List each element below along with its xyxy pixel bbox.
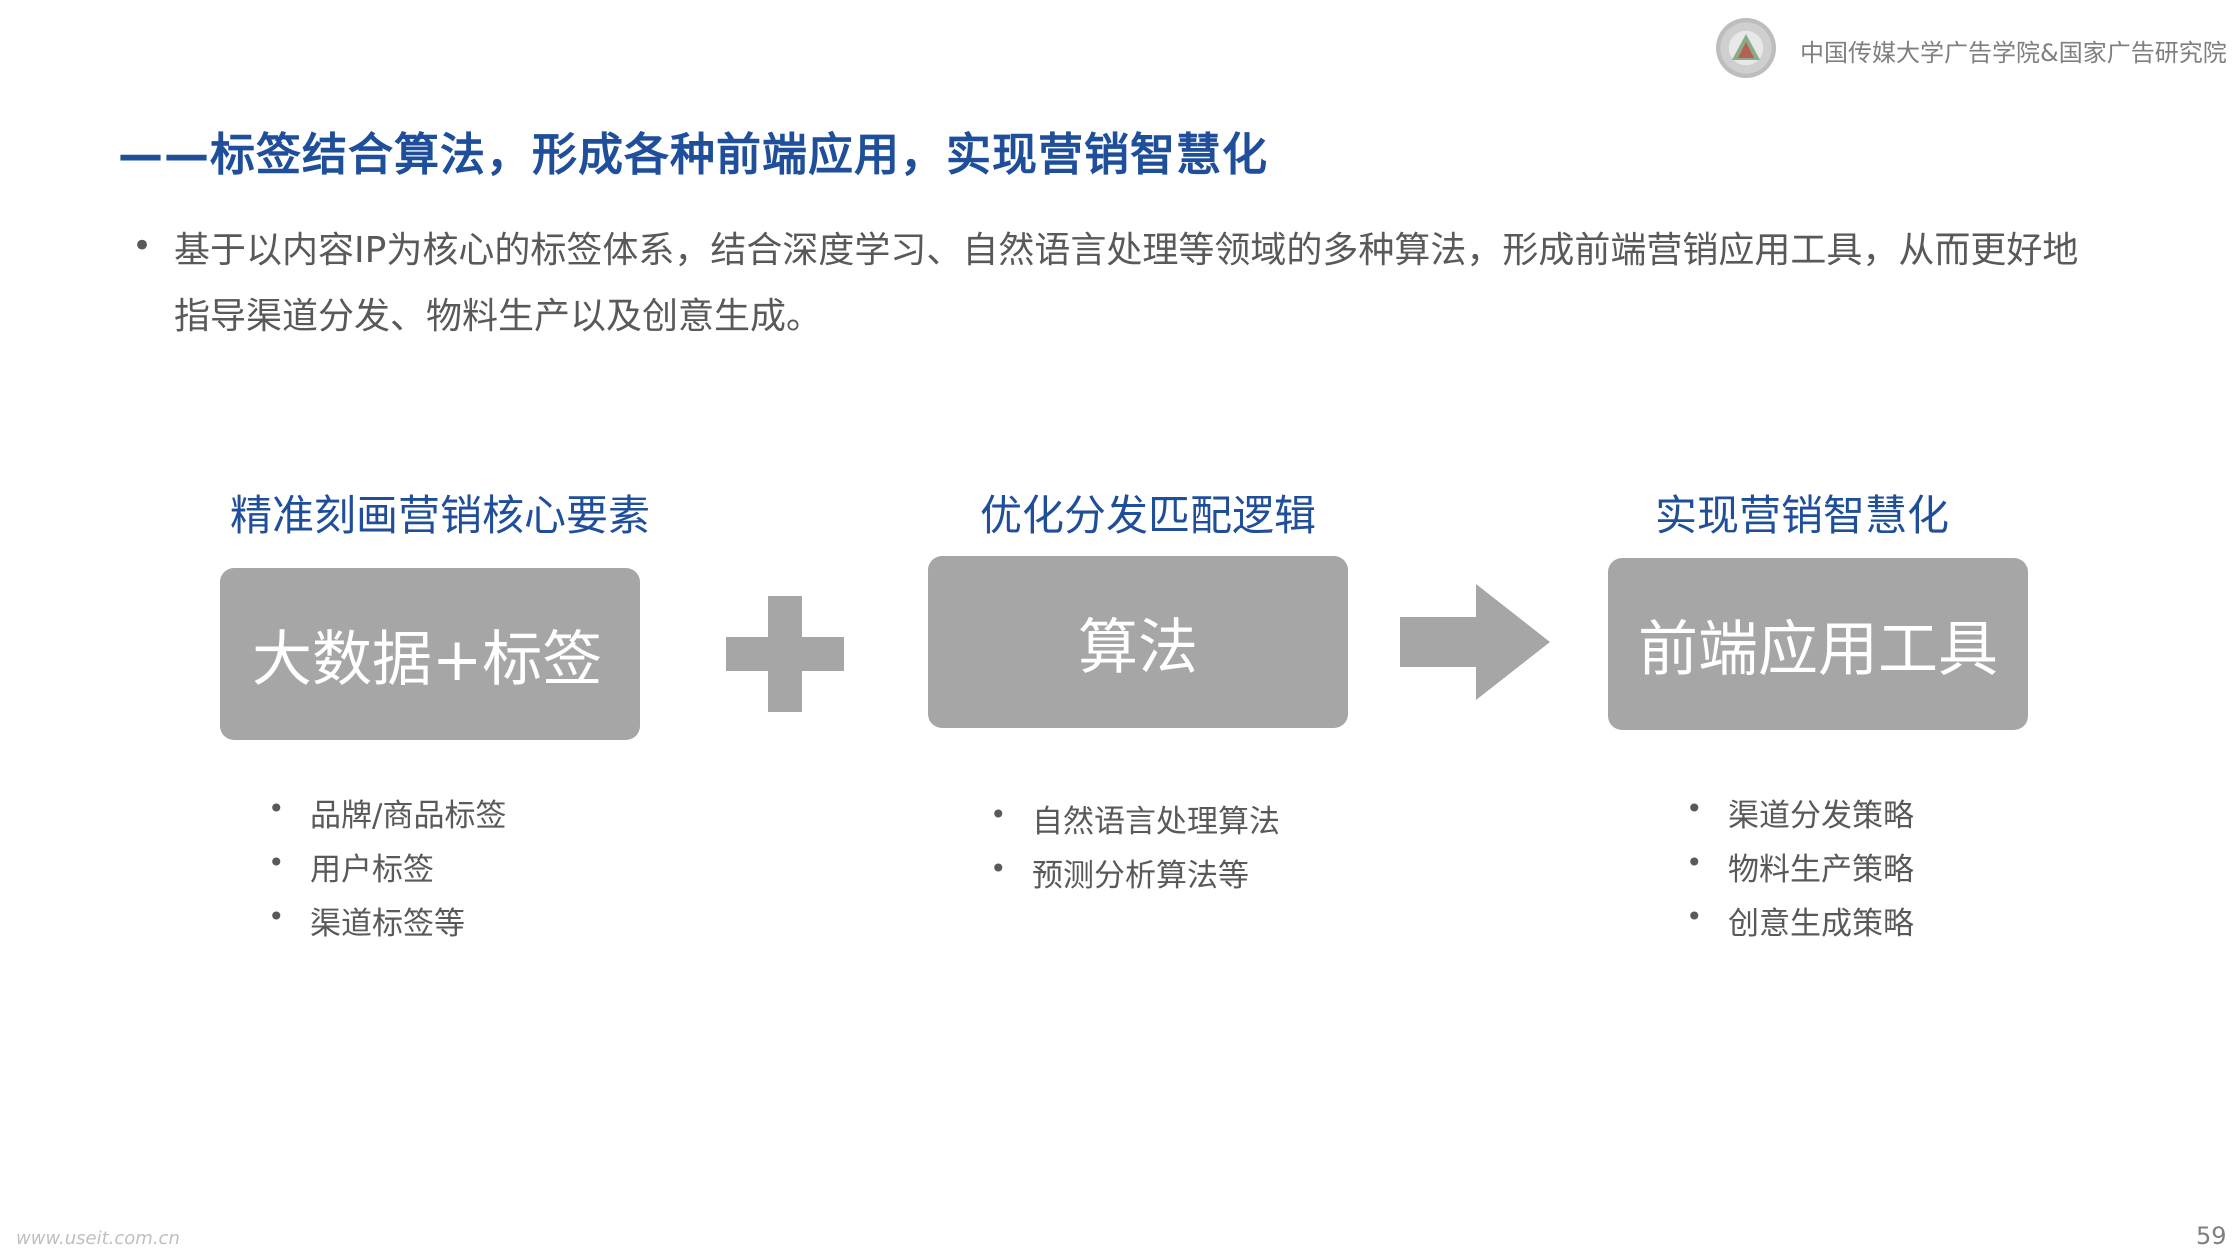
slide-title: ——标签结合算法，形成各种前端应用，实现营销智慧化	[118, 128, 1269, 181]
plus-icon	[726, 596, 844, 712]
watermark-url: www.useit.com.cn	[16, 1228, 180, 1249]
page-number: 59	[2196, 1222, 2227, 1250]
organization-name: 中国传媒大学广告学院&国家广告研究院	[1800, 39, 2227, 67]
intro-bullet: •	[132, 226, 153, 266]
column-heading-data-tags: 精准刻画营销核心要素	[229, 491, 650, 540]
intro-text: 基于以内容IP为核心的标签体系，结合深度学习、自然语言处理等领域的多种算法，形成…	[174, 230, 2079, 337]
column-heading-frontend: 实现营销智慧化	[1654, 491, 1949, 540]
box-frontend-tools: 前端应用工具	[1608, 558, 2028, 730]
box-algorithm: 算法	[928, 556, 1348, 728]
column-heading-algorithm: 优化分发匹配逻辑	[979, 491, 1316, 540]
arrow-right-icon	[1400, 584, 1550, 700]
box-data-tags: 大数据+标签	[220, 568, 640, 740]
university-logo	[1716, 18, 1776, 78]
